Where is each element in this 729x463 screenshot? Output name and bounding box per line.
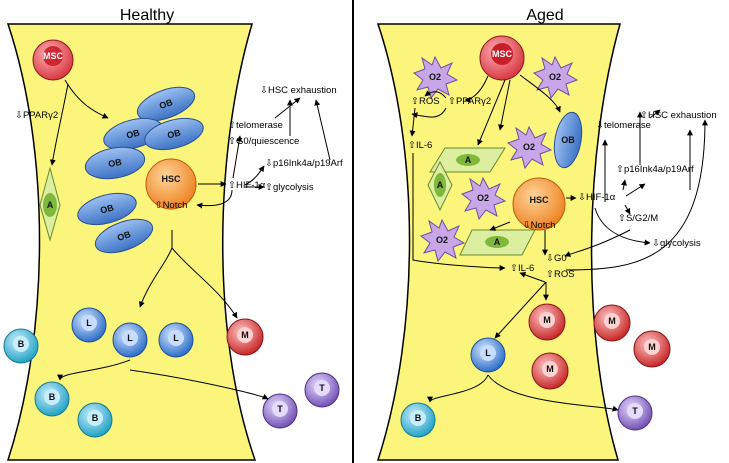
svg-text:OB: OB	[107, 157, 123, 169]
aged-g0-label: ⇩G0	[546, 253, 567, 264]
lymphoid-cell-2: L	[112, 322, 148, 358]
svg-text:O2: O2	[477, 193, 489, 203]
svg-text:M: M	[543, 315, 551, 325]
svg-text:OB: OB	[166, 127, 182, 140]
svg-text:O2: O2	[549, 72, 561, 82]
o2-star-3: O2	[506, 125, 553, 170]
svg-text:L: L	[127, 333, 133, 343]
svg-text:A: A	[494, 237, 501, 247]
msc-label: MSC	[43, 51, 64, 61]
svg-text:T: T	[319, 383, 325, 393]
bcell-3: B	[77, 402, 113, 438]
aged-myeloid-3: M	[633, 330, 671, 368]
svg-text:B: B	[92, 413, 99, 423]
msc-cell: MSC	[32, 39, 74, 81]
aged-msc-cell: MSC	[479, 35, 525, 81]
aged-exhaustion-label: ⇧HSC exhaustion	[640, 110, 717, 121]
svg-text:B: B	[415, 413, 422, 423]
o2-star-5: O2	[419, 218, 466, 263]
svg-text:B: B	[49, 392, 56, 402]
quiescence-label: ⇧G0/quiescence	[228, 136, 299, 147]
svg-text:L: L	[173, 333, 179, 343]
aged-panel: Aged MSC O2 O2 O2 O2 O2 A A A OB HSC ⇩No…	[376, 7, 717, 461]
o2-star-4: O2	[460, 176, 507, 221]
svg-text:O2: O2	[523, 142, 535, 152]
aged-adipocyte-3: A	[459, 229, 536, 256]
telomerase-label: ⇧telomerase	[228, 120, 283, 131]
aged-telomerase-label: ⇩telomerase	[596, 120, 651, 131]
p16-label: ⇩p16Ink4a/p19Arf	[265, 158, 343, 169]
bcell-1: B	[3, 328, 39, 364]
healthy-title: Healthy	[120, 7, 174, 24]
svg-text:M: M	[608, 316, 616, 326]
healthy-panel: Healthy MSC ⇩PPARγ2 A OB OB OB OB OB OB …	[3, 7, 343, 461]
svg-text:O2: O2	[436, 235, 448, 245]
adipocyte-cell: A	[39, 166, 61, 242]
svg-text:A: A	[437, 180, 444, 190]
svg-text:OB: OB	[158, 97, 175, 111]
aged-osteoblast: OB	[553, 111, 583, 169]
svg-text:T: T	[277, 404, 283, 414]
exhaustion-label: ⇩HSC exhaustion	[260, 85, 337, 96]
svg-text:L: L	[86, 318, 92, 328]
svg-text:A: A	[465, 155, 472, 165]
aged-title: Aged	[526, 7, 563, 24]
aged-arrows	[409, 74, 708, 412]
hif-label: ⇧HIF-1α	[228, 180, 266, 191]
svg-text:T: T	[632, 406, 638, 416]
hsc-label: HSC	[161, 174, 181, 184]
adipocyte-label: A	[47, 200, 54, 210]
aged-adipocyte-2: A	[427, 160, 453, 212]
svg-text:M: M	[648, 342, 656, 352]
svg-text:O2: O2	[429, 72, 441, 82]
svg-text:M: M	[241, 330, 249, 340]
pparg-label: ⇩PPARγ2	[15, 110, 58, 121]
myeloid-cell: M	[226, 318, 264, 356]
aged-myeloid-2: M	[593, 304, 631, 342]
glycolysis-label: ⇧glycolysis	[265, 182, 314, 193]
osteoblast-cluster: OB OB OB OB OB OB	[77, 86, 204, 254]
tcell-2: T	[304, 372, 340, 408]
bcell-2: B	[34, 381, 70, 417]
aged-adipocyte-1: A	[429, 147, 506, 173]
aged-tcell: T	[617, 395, 653, 431]
aged-il6-left: ⇧IL-6	[408, 140, 432, 151]
svg-text:OB: OB	[561, 135, 575, 145]
lymphoid-cell-1: L	[71, 307, 107, 343]
aged-pparg-label: ⇧PPARγ2	[448, 96, 491, 107]
aged-myeloid-1: M	[528, 303, 566, 341]
notch-label: ⇧Notch	[155, 200, 188, 211]
aged-glycolysis-label: ⇩glycolysis	[652, 238, 701, 249]
svg-text:HSC: HSC	[529, 195, 549, 205]
lymphoid-cell-3: L	[158, 322, 194, 358]
aged-hsc-cell: HSC ⇩Notch	[512, 177, 566, 231]
aged-il6-bottom: ⇧IL-6	[510, 263, 534, 274]
svg-text:MSC: MSC	[492, 49, 513, 59]
o2-star-1: O2	[412, 55, 459, 100]
svg-text:OB: OB	[99, 202, 115, 215]
aged-notch-label: ⇩Notch	[523, 220, 556, 231]
svg-text:L: L	[485, 348, 491, 358]
aged-myeloid-4: M	[531, 352, 569, 390]
hsc-cell: HSC ⇧Notch	[145, 158, 197, 211]
o2-star-2: O2	[532, 55, 579, 100]
svg-text:OB: OB	[125, 127, 141, 140]
healthy-arrows	[49, 79, 331, 400]
aged-sg2m-label: ⇧S/G2/M	[618, 213, 658, 224]
aged-hif-label: ⇩HIF-1α	[578, 192, 616, 203]
svg-text:OB: OB	[116, 229, 133, 243]
aged-bcell: B	[400, 402, 436, 438]
aged-p16-label: ⇧p16Ink4a/p19Arf	[616, 164, 694, 175]
aged-ros-label: ⇧ROS	[411, 96, 440, 107]
aged-ros-bottom: ⇧ROS	[546, 269, 575, 280]
svg-text:M: M	[546, 364, 554, 374]
aged-lymphoid: L	[470, 337, 506, 373]
svg-text:B: B	[18, 339, 25, 349]
tcell-1: T	[262, 393, 298, 429]
